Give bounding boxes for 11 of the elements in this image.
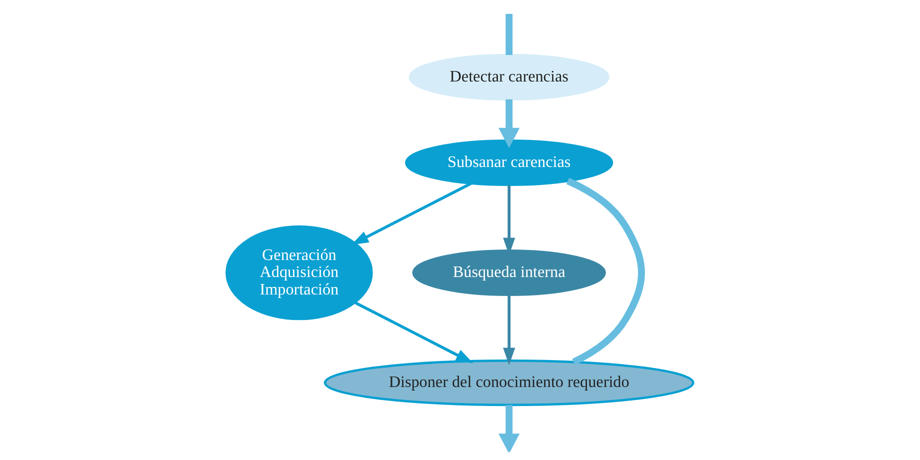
node-ellipse: Detectar carencias: [408, 54, 610, 100]
arrow: [498, 405, 520, 452]
arrow: [503, 295, 516, 366]
node-ellipse: Disponer del conocimiento requerido: [324, 360, 694, 406]
node-ellipse: Generación Adquisición Importación: [226, 225, 373, 320]
connector: [506, 14, 513, 55]
connector: [566, 178, 645, 366]
node-ellipse: Búsqueda interna: [412, 250, 606, 296]
node-ellipse: Subsanar carencias: [405, 139, 614, 186]
arrow: [354, 302, 474, 364]
arrow: [498, 99, 520, 148]
